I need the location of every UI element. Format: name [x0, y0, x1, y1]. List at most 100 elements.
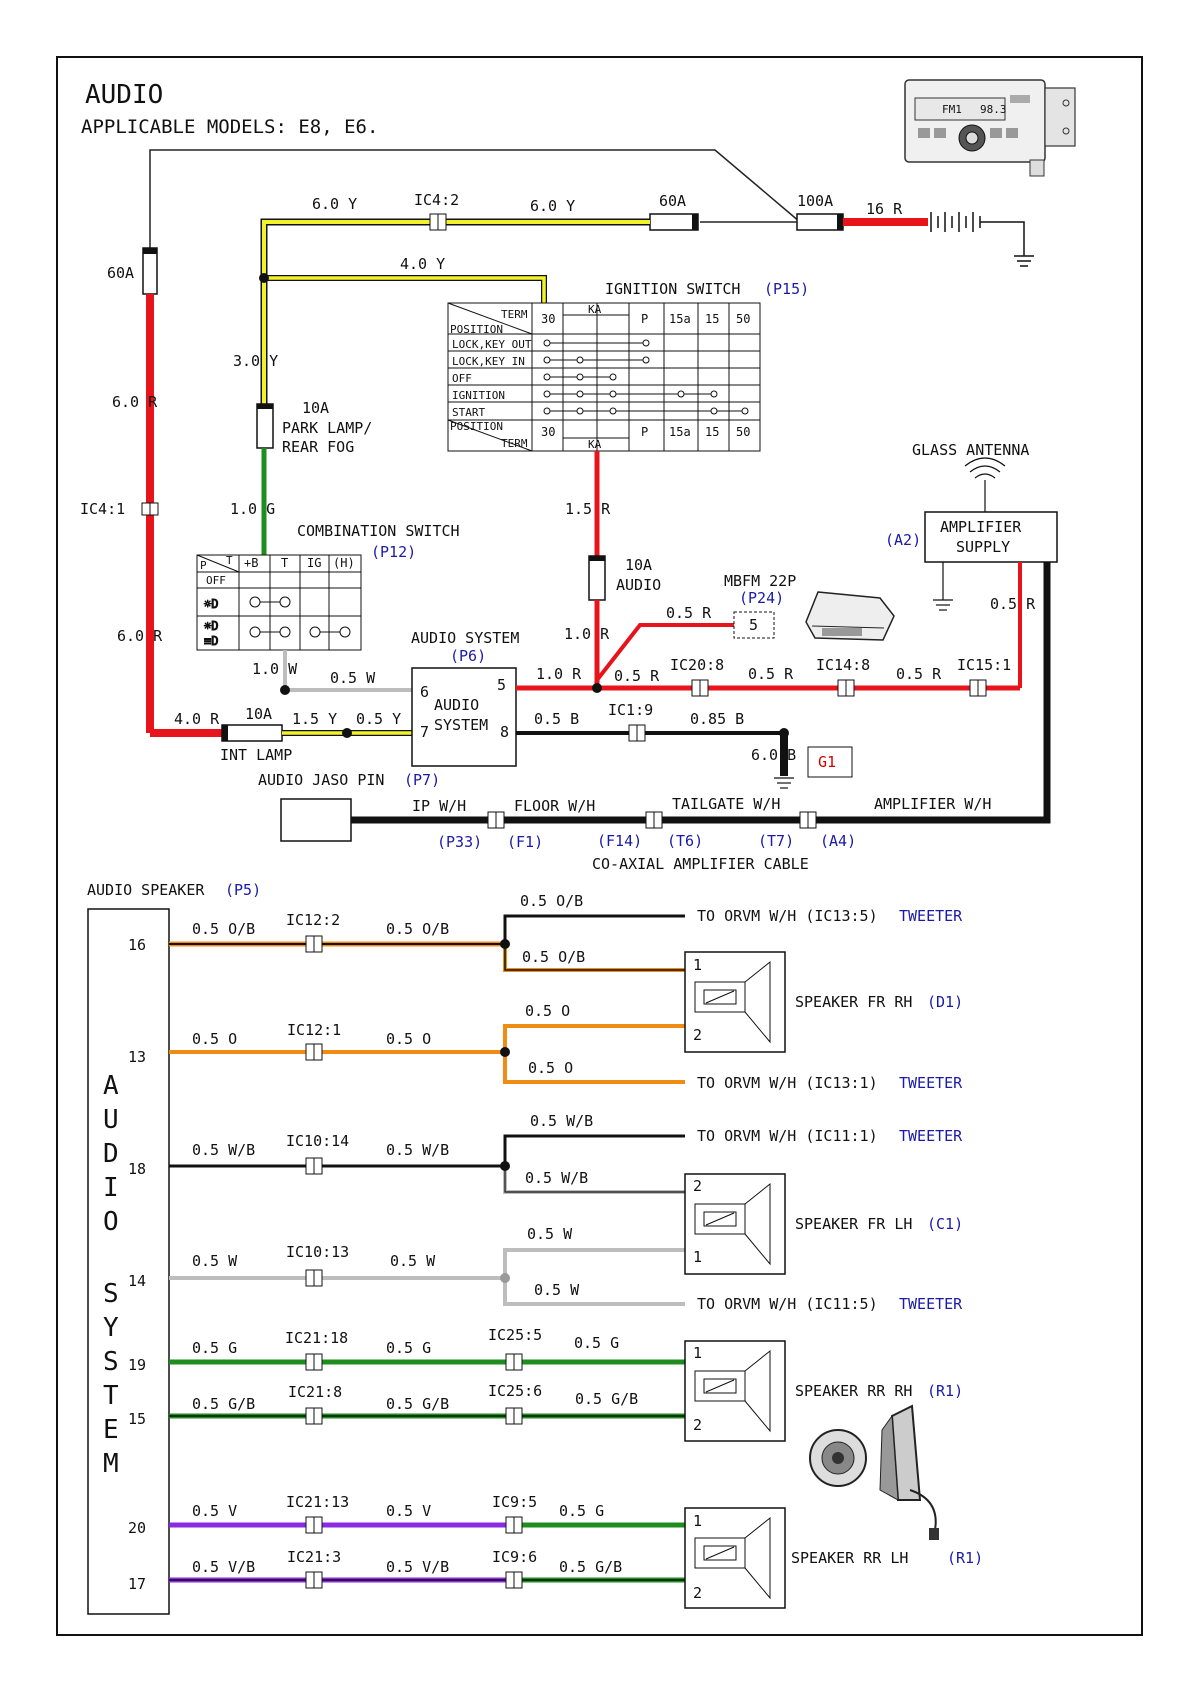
fuse-park-lamp [256, 403, 274, 449]
ignition-switch-title: IGNITION SWITCH [605, 280, 740, 298]
amplifier-supply-box [924, 511, 1058, 563]
amplifier-ground [933, 562, 953, 611]
mbfm-connector [733, 611, 775, 639]
audio-wire-05w-label: 0.5 W [330, 669, 376, 687]
svg-text:☀D: ☀D [204, 619, 218, 633]
fr-lh-w7: 0.5 W [527, 1225, 573, 1243]
fuse-60a-left [142, 247, 158, 295]
ignition-hdr-position: POSITION [450, 323, 503, 336]
rr-lh-w2: 0.5 V [386, 1502, 431, 1520]
fr-lh-tw2: TWEETER [899, 1295, 963, 1313]
wire-16r-label: 16 R [866, 200, 903, 218]
rr-rh-c1: IC21:18 [285, 1329, 348, 1347]
int-lamp-wire-05y: 0.5 Y [356, 710, 401, 728]
audio-wire-05r-c: 0.5 R [896, 665, 942, 683]
fr-rh-name: SPEAKER FR RH [795, 993, 912, 1011]
ignition-term-15a-bottom: 15a [669, 425, 691, 439]
connector-ic4-2-label: IC4:2 [414, 191, 459, 209]
rr-rh-p1: 1 [693, 1344, 702, 1362]
fuse-audio [588, 555, 606, 601]
fuse-int-lamp-name: INT LAMP [220, 746, 292, 764]
jaso-a4: (A4) [820, 832, 856, 850]
connector-ic20-8-label: IC20:8 [670, 656, 724, 674]
ground-g1-box [807, 746, 853, 778]
ignition-switch-contacts [543, 339, 749, 415]
rr-rh-name: SPEAKER RR RH [795, 1382, 912, 1400]
ground-g1-label: G1 [818, 753, 836, 771]
rr-rh-ref: (R1) [927, 1382, 963, 1400]
fuse-park-lamp-line2: REAR FOG [282, 438, 354, 456]
ignition-row-4: START [452, 406, 485, 419]
glass-antenna-label: GLASS ANTENNA [912, 441, 1029, 459]
wire-3y-label: 3.0 Y [233, 352, 278, 370]
amplifier-line1: AMPLIFIER [940, 518, 1022, 536]
svg-text:≡D: ≡D [204, 634, 218, 648]
audio-wire-1w-label: 1.0 W [252, 660, 298, 678]
fr-rh-w6: 0.5 O [386, 1030, 431, 1048]
audio-pin-7: 7 [420, 723, 429, 741]
svg-text:U: U [103, 1105, 119, 1135]
speaker-fr-lh-wiring [169, 1134, 685, 1306]
rr-lh-c1: IC21:13 [286, 1493, 349, 1511]
fr-lh-w2: 0.5 W/B [386, 1141, 449, 1159]
jaso-ref: (P7) [404, 771, 440, 789]
rr-lh-ref: (R1) [947, 1549, 983, 1567]
audio-speaker-header: AUDIO SPEAKER [87, 881, 205, 899]
combo-col-p: P [200, 559, 207, 572]
fuse-audio-rating: 10A [625, 556, 652, 574]
fr-rh-w8: 0.5 O [528, 1059, 573, 1077]
radio-frequency: 98.3 [980, 103, 1007, 116]
rr-rh-w6: 0.5 G/B [575, 1390, 638, 1408]
ignition-term-30: 30 [541, 312, 555, 326]
ignition-term-30-bottom: 30 [541, 425, 555, 439]
rr-rh-w5: 0.5 G/B [386, 1395, 449, 1413]
fr-rh-c2: IC12:1 [287, 1021, 341, 1039]
fr-lh-p1: 2 [693, 1177, 702, 1195]
audio-system-connector-block [87, 908, 170, 1615]
svg-text:A: A [103, 1071, 119, 1101]
rr-rh-c4: IC25:6 [488, 1382, 542, 1400]
wire-6y-label-a: 6.0 Y [312, 195, 357, 213]
combo-col-ig: IG [307, 556, 321, 570]
rr-rh-w2: 0.5 G [386, 1339, 431, 1357]
pin-16: 16 [128, 936, 146, 954]
svg-text:M: M [103, 1449, 119, 1479]
wire-4y-label: 4.0 Y [400, 255, 445, 273]
fr-rh-w4: 0.5 O/B [522, 948, 585, 966]
amplifier-wire-label: 0.5 R [990, 595, 1036, 613]
fr-lh-c1: IC10:14 [286, 1132, 349, 1150]
svg-text:I: I [103, 1173, 119, 1203]
jaso-t7: (T7) [758, 832, 794, 850]
connector-ic1-9-label: IC1:9 [608, 701, 653, 719]
fr-rh-ref: (D1) [927, 993, 963, 1011]
combo-col-t2: T [281, 556, 288, 570]
jaso-f14: (F14) [597, 832, 642, 850]
fr-lh-p2: 1 [693, 1248, 702, 1266]
pin-17: 17 [128, 1575, 146, 1593]
audio-pin-6: 6 [420, 683, 429, 701]
fr-rh-tw1: TWEETER [899, 907, 963, 925]
radio-band: FM1 [942, 103, 962, 116]
speaker-rr-lh-symbol [684, 1507, 786, 1609]
svg-text:S: S [103, 1347, 119, 1377]
rr-lh-w6: 0.5 G/B [559, 1558, 622, 1576]
wire-6y-label-b: 6.0 Y [530, 197, 575, 215]
jaso-p33: (P33) [437, 833, 482, 851]
radio-unit-image: FM1 98.3 [904, 79, 1076, 177]
diagram-title: AUDIO [85, 80, 163, 110]
audio-system-box [411, 667, 517, 767]
fr-lh-name: SPEAKER FR LH [795, 1215, 912, 1233]
connector-ic14-8-label: IC14:8 [816, 656, 870, 674]
audio-system-vertical-label: A U D I O S Y S T E M [103, 1071, 119, 1479]
fr-lh-w8: 0.5 W [534, 1281, 580, 1299]
coax-cable-label: CO-AXIAL AMPLIFIER CABLE [592, 855, 809, 873]
combo-col-b: +B [244, 556, 258, 570]
antenna-icon [964, 457, 1006, 512]
rr-rh-w3: 0.5 G [574, 1334, 619, 1352]
fr-lh-c2: IC10:13 [286, 1243, 349, 1261]
audio-wire-6b: 6.0 B [751, 746, 796, 764]
rr-lh-p2: 2 [693, 1584, 702, 1602]
amplifier-ref: (A2) [885, 531, 921, 549]
fuse-60a-left-label: 60A [107, 264, 134, 282]
